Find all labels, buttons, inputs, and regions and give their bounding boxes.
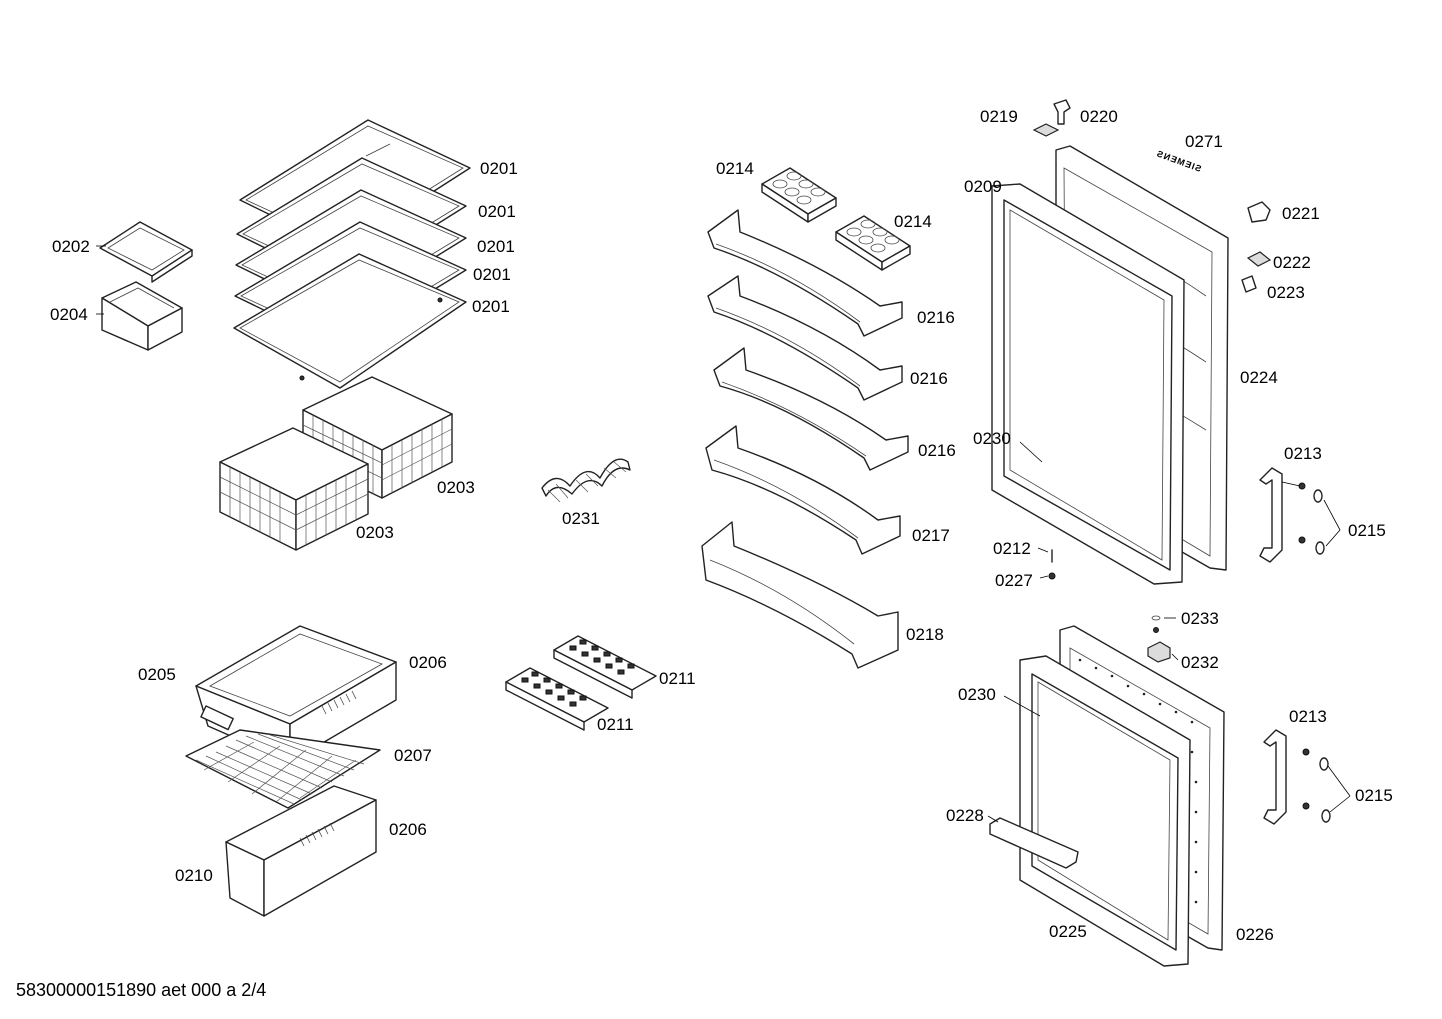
part-label-0228: 0228	[946, 806, 984, 825]
part-label-0211: 0211	[597, 715, 634, 734]
part-label-0214: 0214	[894, 212, 932, 231]
part-label-0201: 0201	[472, 297, 510, 316]
handle-0213-upper	[1259, 467, 1283, 563]
part-label-0224: 0224	[1240, 368, 1278, 387]
door-shelf	[705, 425, 901, 555]
part-label-0233: 0233	[1181, 609, 1219, 628]
screws-upper	[1298, 482, 1325, 555]
part-label-0212: 0212	[993, 539, 1031, 558]
part-label-0221: 0221	[1282, 204, 1320, 223]
part-label-0226: 0226	[1236, 925, 1274, 944]
part-label-0202: 0202	[52, 237, 90, 256]
part-label-0215: 0215	[1355, 786, 1393, 805]
part-label-0211: 0211	[659, 669, 696, 688]
door-shelf	[713, 347, 909, 471]
small-fittings	[1048, 549, 1171, 663]
part-label-0213: 0213	[1289, 707, 1327, 726]
part-label-0203: 0203	[356, 523, 394, 542]
part-label-0232: 0232	[1181, 653, 1219, 672]
part-label-0216: 0216	[918, 441, 956, 460]
part-label-0206: 0206	[409, 653, 447, 672]
part-label-0219: 0219	[980, 107, 1018, 126]
part-label-0271: 0271	[1185, 132, 1223, 151]
part-label-0214: 0214	[716, 159, 754, 178]
brand-mark: SIEMENS	[1155, 148, 1203, 174]
part-label-0203: 0203	[437, 478, 475, 497]
leader-lines	[96, 245, 1351, 823]
part-label-0227: 0227	[995, 571, 1033, 590]
wire-shelf-0207	[185, 729, 381, 809]
small-shelf-0202	[99, 221, 193, 283]
part-label-0218: 0218	[906, 625, 944, 644]
part-label-0222: 0222	[1273, 253, 1311, 272]
ice-tray	[553, 635, 657, 699]
upper-door-gasket	[991, 183, 1185, 585]
lower-door-gasket	[1019, 655, 1191, 967]
part-label-0216: 0216	[917, 308, 955, 327]
door-shelf	[707, 209, 903, 337]
drawing-reference-number: 58300000151890 aet 000 a 2/4	[16, 980, 267, 1000]
crisper-drawer-lower	[225, 785, 377, 917]
bottle-rack-0231	[541, 458, 631, 503]
box-0204	[101, 281, 183, 351]
handle-0213-lower	[1263, 729, 1287, 825]
part-label-0204: 0204	[50, 305, 88, 324]
egg-tray	[761, 167, 837, 223]
part-label-0201: 0201	[477, 237, 515, 256]
part-label-0230: 0230	[973, 429, 1011, 448]
door-shelf	[707, 275, 903, 401]
trim-strip-0228	[989, 817, 1079, 869]
part-label-0210: 0210	[175, 866, 213, 885]
part-label-0216: 0216	[910, 369, 948, 388]
glass-shelf-stack	[233, 119, 471, 389]
door-bottle-shelf	[701, 521, 899, 669]
egg-tray	[835, 215, 911, 271]
hinge-parts	[1032, 99, 1272, 293]
part-label-0215: 0215	[1348, 521, 1386, 540]
part-label-0220: 0220	[1080, 107, 1118, 126]
part-label-0209: 0209	[964, 177, 1002, 196]
part-label-0230: 0230	[958, 685, 996, 704]
ice-tray	[505, 667, 609, 731]
part-label-0225: 0225	[1049, 922, 1087, 941]
part-label-0201: 0201	[473, 265, 511, 284]
glass-shelf	[233, 253, 467, 389]
screws-lower	[1302, 748, 1331, 823]
part-label-0217: 0217	[912, 526, 950, 545]
part-label-0206: 0206	[389, 820, 427, 839]
part-label-0201: 0201	[480, 159, 518, 178]
part-label-0223: 0223	[1267, 283, 1305, 302]
wire-basket	[219, 427, 369, 551]
part-labels: 0201 0201 0201 0201 0201 0202 0204 0203 0203 0231…	[50, 107, 1393, 944]
part-label-0231: 0231	[562, 509, 600, 528]
part-label-0205: 0205	[138, 665, 176, 684]
part-label-0201: 0201	[478, 202, 516, 221]
part-label-0207: 0207	[394, 746, 432, 765]
part-label-0213: 0213	[1284, 444, 1322, 463]
